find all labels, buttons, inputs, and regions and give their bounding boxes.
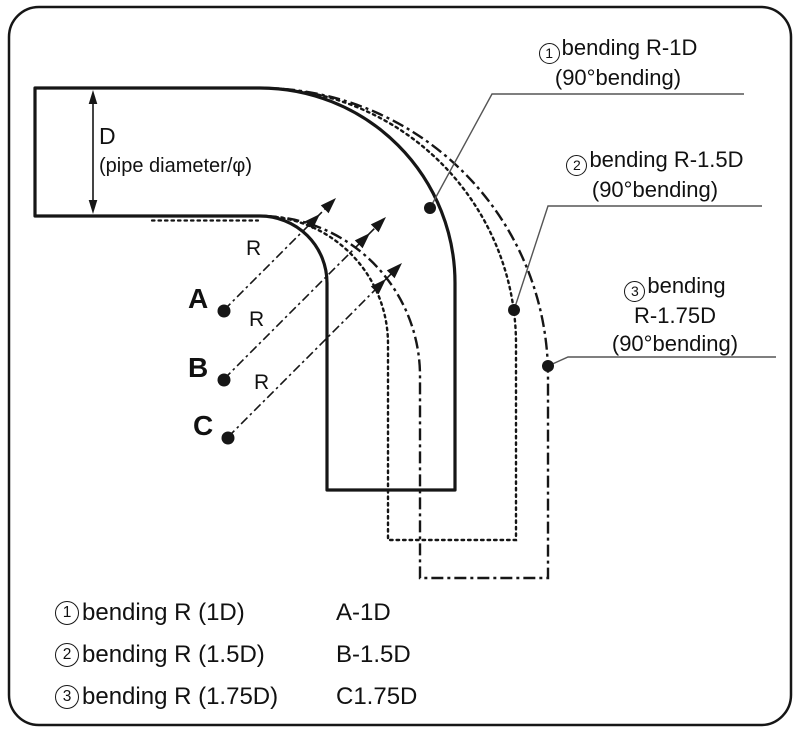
circled-number-icon: 1 [55,601,79,625]
legend-label: bending R (1.75D) [82,683,279,710]
pipe-solid-r1d [33,86,457,492]
center-dot-a [217,304,231,318]
leader-dot-1 [424,202,436,214]
pipe-dotted-r15d [258,86,518,542]
legend-code: C1.75D [336,683,418,710]
arrowhead-icon [304,214,320,230]
arrowhead-icon [320,198,336,214]
arrowhead-icon [386,263,402,279]
pipe-dashdot-r175d [259,86,550,580]
arrow-up-icon [88,90,98,104]
center-label-c: C [193,410,214,441]
center-label-b: B [188,352,209,383]
arrow-down-icon [88,200,98,214]
d-sub-label: (pipe diameter/φ) [99,155,253,177]
circled-number-icon: 3 [624,280,646,302]
callout-text: bending R-1.5D [589,147,744,172]
callout-leader-3 [542,356,776,372]
legend-code: A-1D [336,599,391,626]
pipe-diameter-label: D (pipe diameter/φ) [99,123,252,178]
radius-label-1: R [246,237,262,260]
callout-text: (90°bending) [554,64,682,90]
diagram-frame [7,5,793,727]
radius-line-c [221,263,402,445]
legend-row: 3 bending R (1.75D) C1.75D [55,676,417,718]
radius-label-2: R [249,308,265,331]
center-dot-c [221,431,235,445]
legend-code: B-1.5D [336,641,411,668]
center-label-a: A [188,283,209,314]
circled-number-icon: 2 [566,154,588,176]
callout-text: bending R-1D [561,35,698,60]
circled-number-icon: 3 [55,685,79,709]
circled-number-icon: 2 [55,643,79,667]
callout-text: R-1.75D [634,302,716,328]
diameter-dimension-arrow [88,90,98,214]
legend-label: bending R (1D) [82,599,245,626]
callout-text: bending [647,273,726,298]
radius-label-3: R [254,371,270,394]
legend-label: bending R (1.5D) [82,641,265,668]
leader-dot-3 [542,360,554,372]
arrowhead-icon [354,233,370,249]
arrowhead-icon [370,217,386,233]
arrowhead-icon [370,279,386,295]
radius-line-a [217,198,336,318]
leader-dot-2 [508,304,520,316]
legend-row: 1 bending R (1D) A-1D [55,592,417,634]
callout-leader-2 [508,205,762,316]
d-label: D [99,123,116,149]
bend-legend: 1 bending R (1D) A-1D 2 bending R (1.5D)… [55,592,417,718]
circled-number-icon: 1 [538,42,560,64]
callout-text: (90°bending) [611,330,739,356]
legend-row: 2 bending R (1.5D) B-1.5D [55,634,417,676]
callout-text: (90°bending) [591,176,719,202]
radius-line-b [217,217,386,387]
callout-leader-1 [424,93,744,214]
center-dot-b [217,373,231,387]
